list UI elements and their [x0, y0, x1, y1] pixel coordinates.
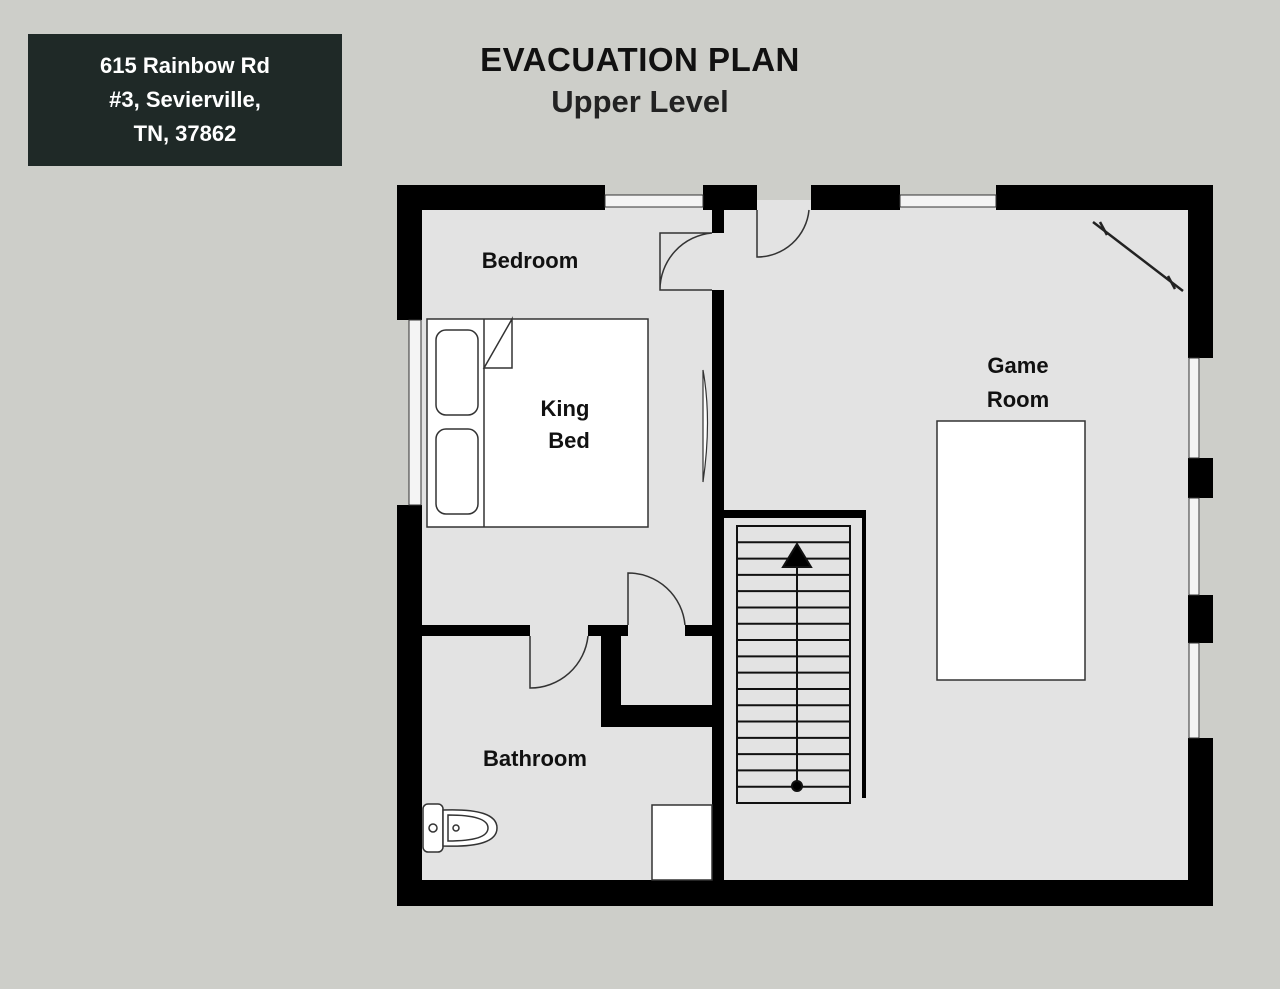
window-right-3 [1188, 642, 1200, 739]
address-line-1: 615 Rainbow Rd [100, 53, 270, 78]
stair-start-dot [791, 780, 803, 792]
door-entry [756, 209, 810, 258]
door-bathroom [529, 635, 589, 689]
window-right-1 [1188, 357, 1200, 459]
king-bed [426, 316, 649, 528]
interior-walls [422, 210, 866, 880]
label-game-room-2: Room [987, 387, 1049, 412]
label-bathroom: Bathroom [483, 746, 587, 771]
game-table [936, 420, 1086, 681]
door-bedroom [659, 232, 713, 291]
window-top-bedroom [604, 194, 704, 208]
address-line-3: TN, 37862 [133, 121, 237, 146]
toilet [422, 803, 498, 853]
wall-mirror [702, 369, 709, 483]
label-king-bed-2: Bed [548, 428, 590, 453]
corner-tv [1092, 221, 1184, 292]
plan-title: EVACUATION PLAN Upper Level [440, 40, 840, 124]
arrow-up-icon [781, 542, 813, 568]
door-closet [627, 572, 686, 626]
windows [408, 194, 1200, 739]
label-king-bed-1: King [541, 396, 590, 421]
address-line-2: #3, Sevierville, [109, 87, 261, 112]
plan-title-main: EVACUATION PLAN [480, 41, 800, 78]
plan-title-sub: Upper Level [551, 84, 729, 119]
staircase [736, 525, 851, 804]
address-box: 615 Rainbow Rd #3, Sevierville, TN, 3786… [28, 34, 342, 166]
vanity [651, 804, 713, 881]
doors [529, 209, 810, 689]
outer-walls [397, 185, 1213, 906]
window-top-gameroom [899, 194, 997, 208]
label-game-room-1: Game [987, 353, 1048, 378]
label-bedroom: Bedroom [482, 248, 579, 273]
window-left-bedroom [408, 319, 422, 506]
window-right-2 [1188, 497, 1200, 596]
